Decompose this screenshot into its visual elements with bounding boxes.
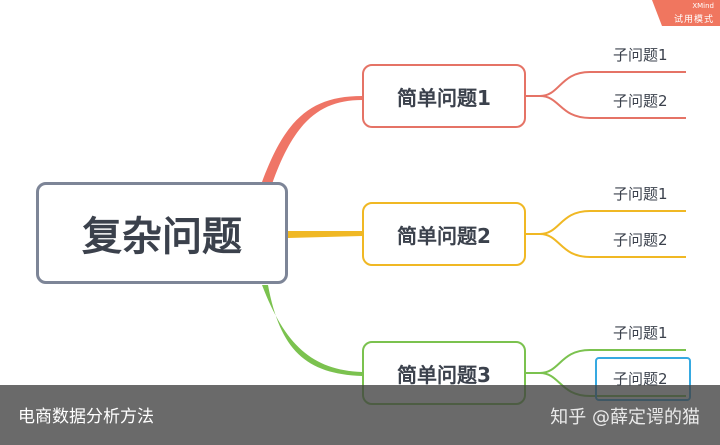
subtopic-3-1[interactable]: 子问题1 <box>613 324 668 342</box>
badge-shape <box>652 0 720 26</box>
badge-mode: 试用模式 <box>673 15 714 25</box>
connector-sub-1-2 <box>539 95 686 119</box>
connector-branch-3 <box>262 285 362 376</box>
connector-sub-2-2 <box>539 233 686 258</box>
central-topic[interactable]: 复杂问题 <box>36 182 288 284</box>
subtopic-1-2[interactable]: 子问题2 <box>613 92 668 110</box>
main-topic-1[interactable]: 简单问题1 <box>362 64 526 128</box>
watermark: 知乎 @薛定谔的猫 <box>550 407 700 428</box>
main-topic-2[interactable]: 简单问题2 <box>362 202 526 266</box>
trial-mode-badge[interactable]: XMind 试用模式 <box>652 0 720 26</box>
badge-brand: XMind <box>692 2 714 10</box>
subtopic-3-2[interactable]: 子问题2 <box>613 370 668 388</box>
connector-branch-1 <box>262 96 362 190</box>
connector-branch-2 <box>288 231 362 238</box>
subtopic-2-2[interactable]: 子问题2 <box>613 231 668 249</box>
subtopic-2-1[interactable]: 子问题1 <box>613 185 668 203</box>
caption-bar <box>0 385 720 445</box>
caption-text: 电商数据分析方法 <box>18 407 154 427</box>
subtopic-1-1[interactable]: 子问题1 <box>613 46 668 64</box>
badge-background <box>652 0 720 26</box>
